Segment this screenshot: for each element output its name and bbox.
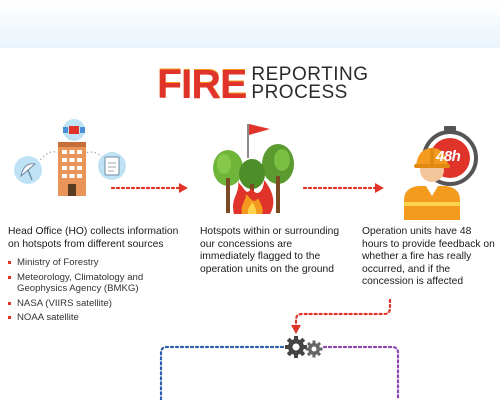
page-title: FIRE REPORTING PROCESS (157, 62, 369, 106)
worker-timer-icon (404, 126, 478, 220)
step-3-text: Operation units have 48 hours to provide… (362, 226, 496, 289)
forest-fire-flag-icon (213, 124, 294, 214)
list-item: NASA (VIIRS satellite) (8, 298, 183, 310)
step-1-text: Head Office (HO) collects information on… (8, 226, 183, 327)
connector-line (322, 345, 400, 400)
timer-label: 48h (436, 148, 461, 165)
list-item: Ministry of Forestry (8, 257, 183, 269)
source-list: Ministry of Forestry Meteorology, Climat… (8, 257, 183, 324)
gears-icon (285, 336, 323, 358)
list-item: NOAA satellite (8, 312, 183, 324)
arrow-right-icon (302, 183, 384, 193)
list-item: Meteorology, Climatology and Geophysics … (8, 272, 183, 295)
arrow-down-icon (291, 298, 392, 334)
arrow-right-icon (110, 183, 188, 193)
header-band (0, 0, 500, 48)
head-office-building-icon (14, 119, 126, 196)
title-main: FIRE (157, 60, 247, 107)
title-sub-line1: REPORTING (251, 64, 369, 85)
step-2-text: Hotspots within or surrounding our conce… (200, 226, 340, 276)
title-sub: REPORTING PROCESS (251, 64, 369, 103)
title-sub-line2: PROCESS (251, 82, 348, 103)
step-3-lead: Operation units have 48 hours to provide… (362, 226, 495, 287)
connector-line (159, 345, 285, 400)
step-1-lead: Head Office (HO) collects information on… (8, 226, 179, 250)
step-2-lead: Hotspots within or surrounding our conce… (200, 226, 340, 275)
